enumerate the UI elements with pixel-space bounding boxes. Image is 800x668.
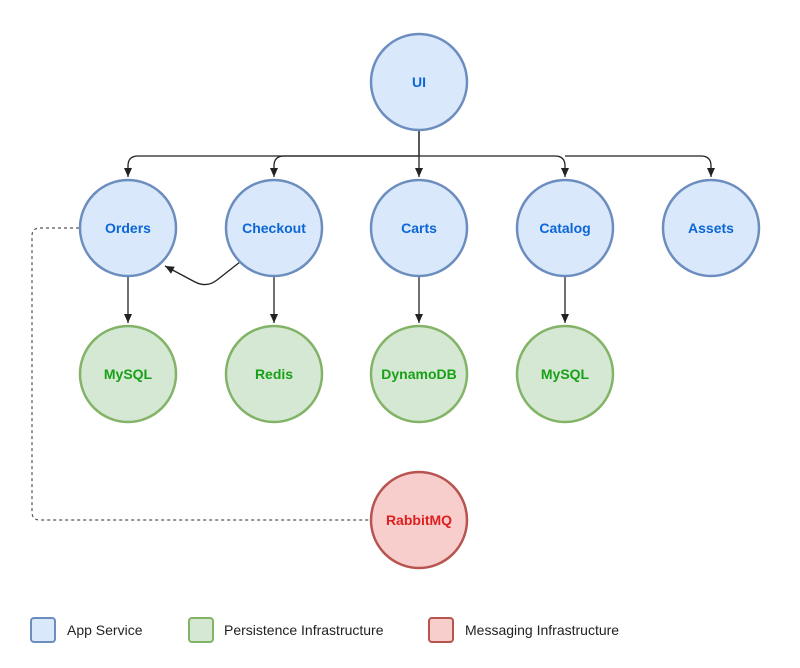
catalog-service-node: Catalog xyxy=(515,178,615,278)
carts-node-circle xyxy=(369,178,469,278)
assets-node-label: Assets xyxy=(688,220,734,236)
ui-node-circle xyxy=(369,32,469,132)
legend-swatch-persistence xyxy=(188,617,214,643)
checkout-node-circle xyxy=(224,178,324,278)
checkout-node-label: Checkout xyxy=(242,220,306,236)
carts-dynamodb-circle xyxy=(369,324,469,424)
carts-dynamodb-node: DynamoDB xyxy=(369,324,469,424)
edge-ui-to-assets xyxy=(565,155,715,177)
carts-service-node: Carts xyxy=(369,178,469,278)
ui-node-label: UI xyxy=(412,74,426,90)
orders-mysql-circle xyxy=(78,324,178,424)
legend-swatch-messaging xyxy=(428,617,454,643)
rabbitmq-node: RabbitMQ xyxy=(369,470,469,570)
carts-node-label: Carts xyxy=(401,220,437,236)
checkout-redis-circle xyxy=(224,324,324,424)
legend-item-persistence: Persistence Infrastructure xyxy=(188,617,384,643)
legend-label-app-service: App Service xyxy=(67,622,143,638)
catalog-mysql-label: MySQL xyxy=(541,366,590,382)
checkout-redis-node: Redis xyxy=(224,324,324,424)
orders-service-node: Orders xyxy=(78,178,178,278)
edge-checkout-to-orders xyxy=(164,261,241,286)
assets-node-circle xyxy=(661,178,761,278)
nodes-layer: UI Orders Checkout Carts Catalog Assets … xyxy=(78,32,761,570)
carts-dynamodb-label: DynamoDB xyxy=(381,366,456,382)
checkout-service-node: Checkout xyxy=(224,178,324,278)
catalog-node-label: Catalog xyxy=(539,220,590,236)
edges-layer xyxy=(31,130,715,521)
catalog-node-circle xyxy=(515,178,615,278)
rabbitmq-label: RabbitMQ xyxy=(386,512,452,528)
legend-label-messaging: Messaging Infrastructure xyxy=(465,622,619,638)
edge-ui-to-checkout xyxy=(270,155,419,177)
catalog-mysql-node: MySQL xyxy=(515,324,615,424)
orders-mysql-label: MySQL xyxy=(104,366,153,382)
edge-ui-to-catalog xyxy=(419,155,569,177)
legend-swatch-app-service xyxy=(30,617,56,643)
edge-orders-to-rabbitmq xyxy=(31,227,370,521)
orders-mysql-node: MySQL xyxy=(78,324,178,424)
ui-service-node: UI xyxy=(369,32,469,132)
orders-node-circle xyxy=(78,178,178,278)
checkout-redis-label: Redis xyxy=(255,366,293,382)
legend-item-app-service: App Service xyxy=(30,617,143,643)
rabbitmq-circle xyxy=(369,470,469,570)
orders-node-label: Orders xyxy=(105,220,151,236)
assets-service-node: Assets xyxy=(661,178,761,278)
legend: App Service Persistence Infrastructure M… xyxy=(30,617,619,643)
edge-ui-to-orders xyxy=(124,130,420,177)
legend-label-persistence: Persistence Infrastructure xyxy=(224,622,384,638)
catalog-mysql-circle xyxy=(515,324,615,424)
legend-item-messaging: Messaging Infrastructure xyxy=(428,617,619,643)
